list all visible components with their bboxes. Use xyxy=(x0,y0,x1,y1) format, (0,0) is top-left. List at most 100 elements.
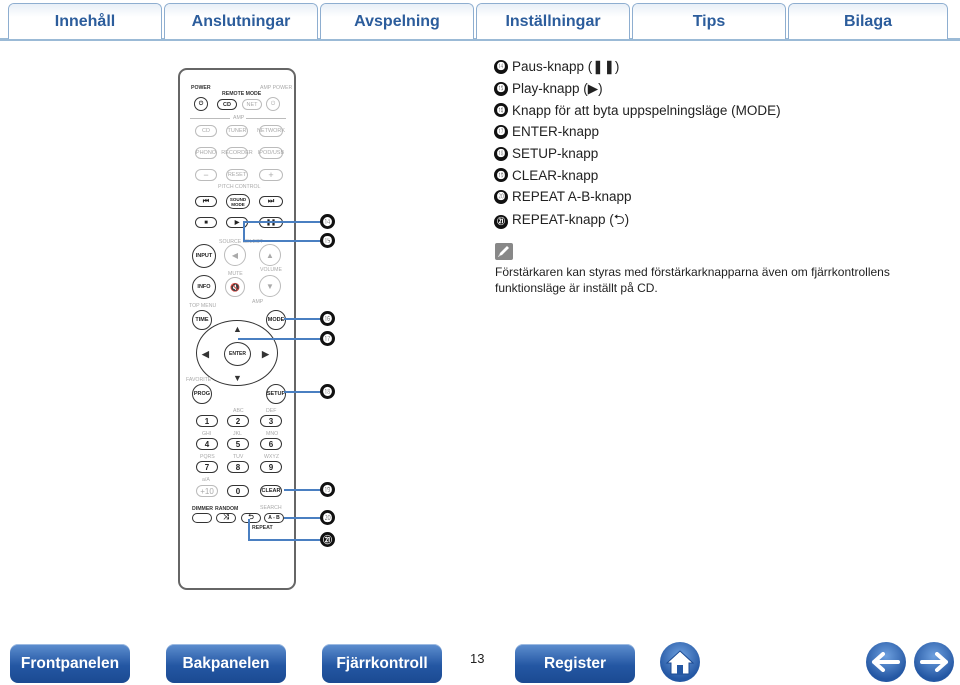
label-ghi: GHI xyxy=(202,431,212,437)
label-jkl: JKL xyxy=(233,431,242,437)
button-8: 8 xyxy=(227,461,249,473)
button-cd: CD xyxy=(195,125,217,137)
shuffle-icon: ⤨ xyxy=(216,513,236,523)
home-icon xyxy=(665,650,695,675)
callout-20: ⓴ xyxy=(320,510,335,525)
button-0: 0 xyxy=(227,485,249,497)
label-power: POWER xyxy=(191,85,211,91)
source-left-icon: ◀ xyxy=(224,244,246,266)
button-phono: PHONO xyxy=(195,147,217,159)
label-pitch-control: PITCH CONTROL xyxy=(218,184,261,190)
pause-icon: ❚❚ xyxy=(259,217,283,228)
button-recorder: RECORDER xyxy=(221,147,253,159)
button-tuner: TUNER xyxy=(226,125,248,137)
label-def: DEF xyxy=(266,408,277,414)
cursor-right-icon: ▶ xyxy=(262,349,269,359)
play-icon: ▶ xyxy=(226,217,248,228)
button-net-mode: NET xyxy=(242,99,262,110)
tab-underline xyxy=(0,38,960,41)
forward-button[interactable] xyxy=(914,642,954,682)
amp-power-icon: ⏻ xyxy=(266,97,280,111)
volume-down-icon: ▼ xyxy=(259,275,281,297)
label-pqrs: PQRS xyxy=(200,454,215,460)
power-icon: ⏻ xyxy=(194,97,208,111)
tab-settings[interactable]: Inställningar xyxy=(476,3,630,39)
label-amp-2: AMP xyxy=(252,299,264,305)
label-top-menu: TOP MENU xyxy=(189,303,217,309)
label-search: SEARCH xyxy=(260,505,282,511)
button-9: 9 xyxy=(260,461,282,473)
page-number: 13 xyxy=(470,651,485,666)
label-tuv: TUV xyxy=(233,454,244,460)
home-button[interactable] xyxy=(660,642,700,682)
register-button[interactable]: Register xyxy=(515,644,635,683)
arrow-right-icon xyxy=(920,652,948,672)
callout-line-enter xyxy=(238,338,321,340)
repeat-icon: ⮌ xyxy=(241,513,261,523)
button-ipod-usb: IPOD/USB xyxy=(258,147,284,159)
callout-line-mode xyxy=(284,318,321,320)
label-repeat: REPEAT xyxy=(252,525,273,531)
button-network: NETWORK xyxy=(257,125,285,137)
button-setup: SETUP xyxy=(266,384,286,404)
button-input: INPUT xyxy=(192,244,216,268)
label-mno: MNO xyxy=(266,431,279,437)
label-amp-power: AMP POWER xyxy=(260,85,293,91)
label-wxyz: WXYZ xyxy=(264,454,279,460)
callout-line-setup xyxy=(284,391,321,393)
back-button[interactable] xyxy=(866,642,906,682)
callout-19: ⓳ xyxy=(320,482,335,497)
label-mute: MUTE xyxy=(228,271,243,277)
tab-contents[interactable]: Innehåll xyxy=(8,3,162,39)
label-random: RANDOM xyxy=(215,506,239,512)
top-tab-bar: Innehåll Anslutningar Avspelning Inställ… xyxy=(0,0,960,41)
note-pencil-icon xyxy=(495,243,513,260)
callout-14: ⓮ xyxy=(320,214,335,229)
label-favorite: FAVORITE xyxy=(186,377,212,383)
button-2: 2 xyxy=(227,415,249,427)
rear-panel-button[interactable]: Bakpanelen xyxy=(166,644,286,683)
button-mode: MODE xyxy=(266,310,286,330)
button-5: 5 xyxy=(227,438,249,450)
skip-forward-icon: ⏭ xyxy=(259,196,283,207)
front-panel-button[interactable]: Frontpanelen xyxy=(10,644,130,683)
label-remote-mode: REMOTE MODE xyxy=(222,91,262,97)
button-4: 4 xyxy=(196,438,218,450)
callout-18: ⓲ xyxy=(320,384,335,399)
tab-playback[interactable]: Avspelning xyxy=(320,3,474,39)
volume-up-icon: ▲ xyxy=(259,244,281,266)
button-prog: PROG xyxy=(192,384,212,404)
note-text: Förstärkaren kan styras med förstärkarkn… xyxy=(495,265,890,295)
button-1: 1 xyxy=(196,415,218,427)
remote-control-button[interactable]: Fjärrkontroll xyxy=(322,644,442,683)
direction-pad xyxy=(196,320,278,386)
callout-line-clear xyxy=(284,489,321,491)
button-pitch-plus: + xyxy=(259,169,283,181)
cursor-down-icon: ▼ xyxy=(233,373,242,383)
stop-icon: ■ xyxy=(195,217,217,228)
tab-connections[interactable]: Anslutningar xyxy=(164,3,318,39)
tab-tips[interactable]: Tips xyxy=(632,3,786,39)
tab-appendix[interactable]: Bilaga xyxy=(788,3,948,39)
arrow-left-icon xyxy=(872,652,900,672)
label-dimmer: DIMMER xyxy=(192,506,214,512)
button-time: TIME xyxy=(192,310,212,330)
remote-control-illustration: POWER REMOTE MODE AMP POWER ⏻ CD NET ⏻ A… xyxy=(178,68,296,590)
callout-line-pause xyxy=(243,221,321,223)
callout-line-repeat xyxy=(248,539,321,541)
button-sound-mode: SOUND MODE xyxy=(226,194,250,209)
button-clear: CLEAR xyxy=(260,485,282,497)
button-reset: RESET xyxy=(226,169,248,181)
button-6: 6 xyxy=(260,438,282,450)
label-abc: ABC xyxy=(233,408,244,414)
button-info: INFO xyxy=(192,275,216,299)
label-source-select: SOURCE SELECT xyxy=(219,239,263,245)
button-pitch-minus: − xyxy=(195,169,217,181)
callout-21: ㉑ xyxy=(320,532,335,547)
